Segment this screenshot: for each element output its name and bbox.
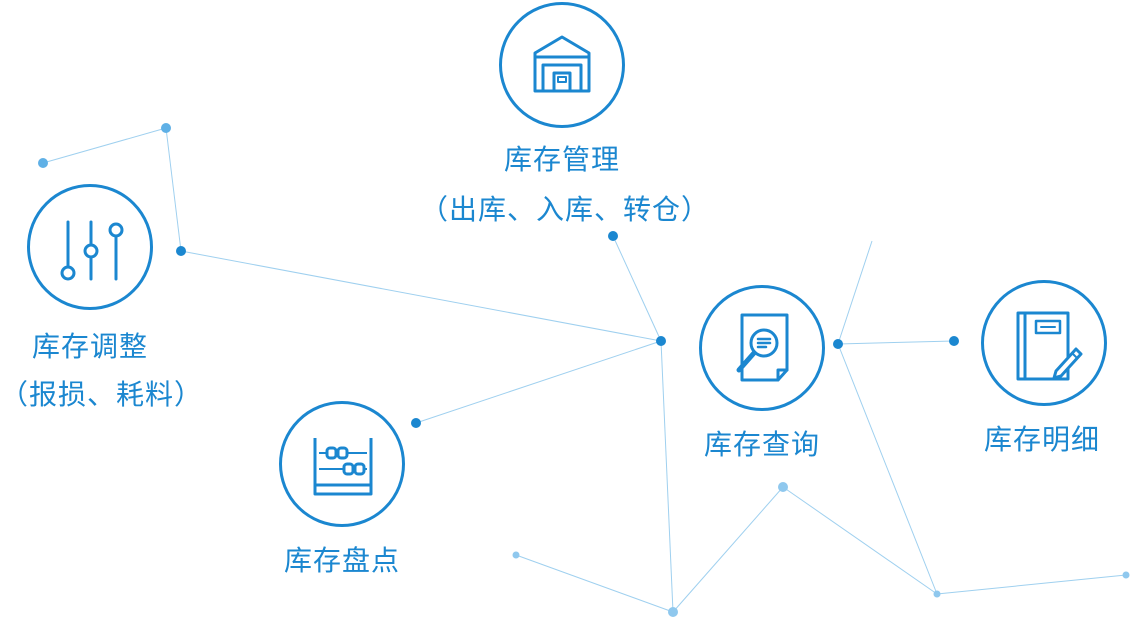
network-line xyxy=(672,486,784,613)
network-dot xyxy=(1122,571,1130,579)
inventory-management-subtitle: （出库、入库、转仓） xyxy=(420,193,711,226)
network-dot xyxy=(778,482,788,492)
warehouse-icon xyxy=(533,35,591,93)
notebook-pen-icon xyxy=(1016,311,1083,381)
inventory-management-node[interactable] xyxy=(499,2,625,128)
network-dot xyxy=(161,123,171,133)
inventory-adjustment-subtitle: （报损、耗料） xyxy=(0,378,204,411)
inventory-adjustment-node[interactable] xyxy=(27,184,153,310)
network-dot xyxy=(411,418,421,428)
network-dot xyxy=(933,590,941,598)
network-dot xyxy=(608,231,618,241)
network-dot xyxy=(668,607,678,617)
inventory-adjustment-title: 库存调整 xyxy=(31,330,148,363)
sliders-icon xyxy=(60,220,124,281)
network-dot xyxy=(656,336,666,346)
network-line xyxy=(42,127,167,164)
inventory-management-title: 库存管理 xyxy=(503,143,620,176)
network-dot xyxy=(176,246,186,256)
document-search-icon xyxy=(736,313,789,382)
network-line xyxy=(936,574,1127,595)
inventory-count-title: 库存盘点 xyxy=(283,544,400,577)
network-line xyxy=(165,127,182,252)
network-line xyxy=(837,340,955,345)
network-dot xyxy=(833,339,843,349)
inventory-query-title: 库存查询 xyxy=(703,428,820,461)
inventory-count-node[interactable] xyxy=(279,401,405,527)
inventory-detail-node[interactable] xyxy=(981,280,1107,406)
network-line xyxy=(180,250,662,342)
network-line xyxy=(837,240,873,345)
abacus-icon xyxy=(313,438,373,496)
network-line xyxy=(660,340,674,613)
network-line xyxy=(612,235,662,342)
inventory-query-node[interactable] xyxy=(699,285,825,411)
network-dot xyxy=(38,158,48,168)
network-line xyxy=(782,486,938,595)
inventory-detail-title: 库存明细 xyxy=(983,423,1100,456)
network-line xyxy=(515,554,674,613)
network-dot xyxy=(512,551,520,559)
network-line xyxy=(837,343,938,595)
network-line xyxy=(415,340,662,424)
network-dot xyxy=(949,336,959,346)
